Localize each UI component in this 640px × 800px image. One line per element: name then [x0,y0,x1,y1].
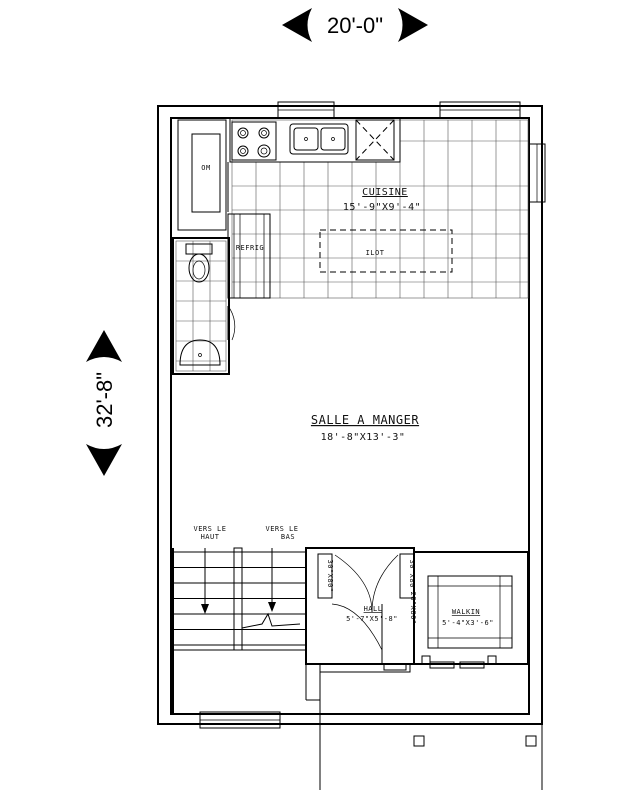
entry-door [319,663,411,673]
width-dimension: 20'-0" [282,8,428,42]
kitchen-name: CUISINE [362,187,408,198]
bathroom-sink-icon [179,339,221,366]
powder-room-door [227,305,236,341]
walkin-size: 5'-4"X3'-6" [442,619,494,627]
dining-room-size: 18'-8"X13'-3" [321,432,406,443]
hall: 30"X80" 30"X80" HALL 5'-7"X5'-8" 28"X80" [305,547,417,665]
stairs-down-label-2: BAS [281,533,295,541]
kitchen-island: ILOT [319,229,453,273]
depth-dimension: 32'-8" [86,330,122,476]
down-arrow-icon [86,444,122,476]
width-dimension-label: 20'-0" [327,13,383,38]
sink-icon [289,123,349,155]
hall-right-closet-label: 30"X80" [408,559,416,592]
refrigerator-label: REFRIG [236,244,264,252]
stairs-up-label-2: HAUT [201,533,220,541]
refrigerator-icon: REFRIG [227,213,271,299]
kitchen-counter [229,117,401,163]
dining-room-name: SALLE A MANGER [311,413,419,427]
microwave-label: OM [201,164,210,172]
hall-size: 5'-7"X5'-8" [346,615,398,623]
kitchen-size: 15'-9"X9'-4" [343,202,421,213]
staircase [172,547,320,714]
up-arrow-icon [86,330,122,362]
hall-left-closet-label: 30"X80" [326,559,334,592]
toilet-icon [185,243,213,283]
dishwasher-icon [355,119,395,161]
right-arrow-icon [398,8,428,42]
powder-room [172,237,230,375]
stove-icon [231,121,277,161]
island-label: ILOT [366,249,385,257]
walk-in-closet: WALKIN 5'-4"X3'-6" [413,551,529,665]
hall-name: HALL [364,605,383,613]
walkin-name: WALKIN [452,608,480,616]
kitchen-tile-floor [231,119,529,299]
stairs-down-arrow: VERS LE BAS [265,525,298,612]
depth-dimension-label: 32'-8" [92,372,117,428]
front-porch [319,655,543,790]
microwave-cabinet: OM [177,119,227,231]
left-arrow-icon [282,8,312,42]
stairs-down-label-1: VERS LE [265,525,298,533]
stairs-up-arrow: VERS LE HAUT [193,525,226,614]
stairs-up-label-1: VERS LE [193,525,226,533]
